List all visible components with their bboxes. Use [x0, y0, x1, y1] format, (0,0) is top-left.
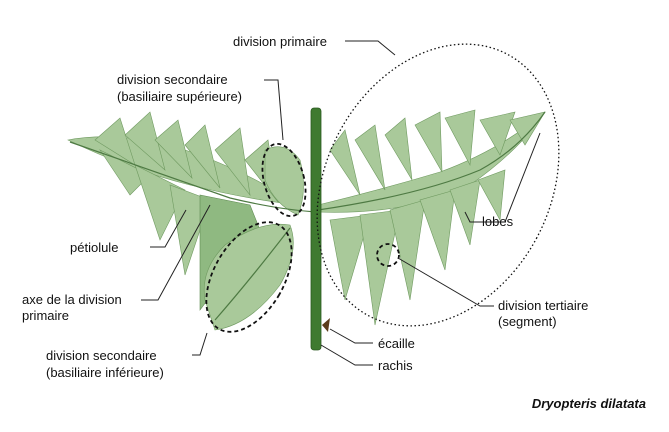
label-axe-1: axe de la division	[22, 292, 122, 307]
label-division-secondaire-sup-2: (basiliaire supérieure)	[117, 89, 242, 104]
rachis-stem	[311, 108, 330, 350]
label-division-primaire: division primaire	[233, 34, 327, 49]
species-caption: Dryopteris dilatata	[532, 396, 646, 411]
label-division-secondaire-sup-1: division secondaire	[117, 72, 228, 87]
label-division-tertiaire-1: division tertiaire	[498, 298, 588, 313]
fern-frond	[68, 108, 545, 350]
label-division-secondaire-inf-2: (basiliaire inférieure)	[46, 365, 164, 380]
label-rachis: rachis	[378, 358, 413, 373]
label-petiolule: pétiolule	[70, 240, 118, 255]
label-ecaille: écaille	[378, 336, 415, 351]
label-division-secondaire-inf-1: division secondaire	[46, 348, 157, 363]
label-division-tertiaire-2: (segment)	[498, 314, 557, 329]
label-axe-2: primaire	[22, 308, 69, 323]
label-lobes: lobes	[482, 214, 514, 229]
